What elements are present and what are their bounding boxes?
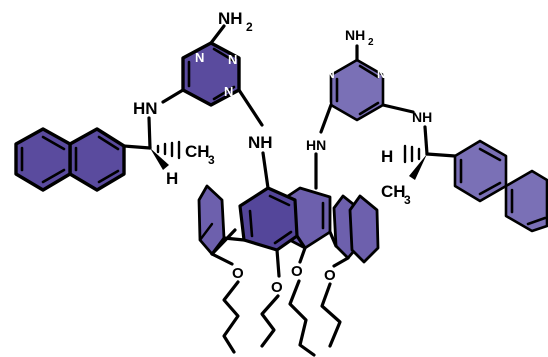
atom-n-left-4: N: [228, 52, 237, 67]
label-nh-right: NH: [412, 109, 432, 125]
label-nh-left: NH: [248, 133, 273, 152]
atom-n-right-4: N: [367, 114, 376, 128]
atom-n-left-3: N: [193, 114, 202, 129]
right-naphthalene: [453, 139, 548, 233]
atom-n-left-1: N: [195, 50, 204, 65]
calix-bridges: [198, 222, 338, 256]
atom-n-right-1: N: [326, 67, 335, 81]
right-triazine-ring: [329, 58, 385, 122]
label-hn-left: HN: [133, 99, 158, 118]
propyl-chains: [222, 279, 342, 357]
label-nh2-right-sub: 2: [368, 37, 374, 48]
right-chiral-center: [403, 144, 457, 180]
label-hn-right: HN: [306, 137, 326, 153]
left-chiral-center: [122, 140, 181, 170]
calix-front-ring: [238, 186, 299, 252]
label-ch3-left-sub: 3: [208, 153, 215, 167]
atom-o-2: O: [271, 279, 283, 296]
label-nh2-left: NH: [218, 9, 243, 28]
atom-o-3: O: [291, 263, 303, 280]
left-naphthalene: [14, 127, 126, 192]
atom-n-left-2: N: [224, 84, 233, 99]
label-ch3-right: CH: [381, 182, 406, 201]
label-nh2-right: NH: [345, 27, 365, 43]
label-nh2-left-sub: 2: [246, 20, 253, 34]
label-h-left: H: [166, 169, 178, 188]
atom-n-right-2: N: [377, 67, 386, 81]
atom-n-right-3: N: [322, 100, 331, 114]
label-ch3-left: CH: [185, 142, 210, 161]
atom-o-1: O: [232, 265, 244, 282]
atom-o-4: O: [324, 267, 336, 284]
label-ch3-right-sub: 3: [404, 193, 411, 207]
left-triazine-ring: [181, 41, 241, 107]
label-h-right: H: [381, 147, 393, 166]
